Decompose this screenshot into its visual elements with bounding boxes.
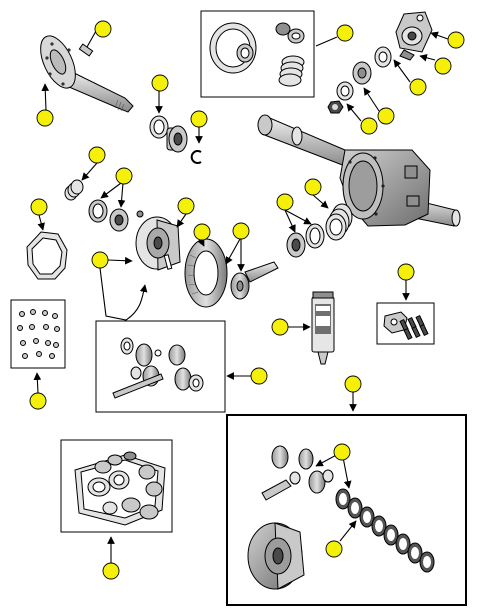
axle-bearing (166, 125, 188, 153)
pinion-seal-2 (336, 81, 354, 101)
pinion-bearing-outer (352, 61, 372, 85)
overhaul-kit (60, 439, 173, 533)
callout-spider-gear-set[interactable] (250, 367, 268, 385)
axle-retainer-clip (190, 150, 202, 164)
differential-carrier (135, 216, 181, 271)
rtv-sealant (311, 291, 335, 365)
callout-pinion-seal[interactable] (409, 78, 427, 96)
hardware-bolts (10, 299, 66, 369)
carrier-shims (64, 179, 84, 201)
leader-lines (33, 30, 449, 563)
callout-overhaul-kit[interactable] (102, 562, 120, 580)
callout-gasket-seal-kit[interactable] (336, 24, 354, 42)
pinion-gear (230, 261, 279, 300)
callout-pinion-bearing-outer[interactable] (377, 107, 395, 125)
callout-pinion-yoke[interactable] (447, 31, 465, 49)
callout-cover-gasket[interactable] (30, 198, 48, 216)
pinion-nut (327, 100, 344, 114)
pinion-race (305, 223, 325, 249)
anchor-brackets (376, 302, 435, 345)
cover-gasket (26, 231, 68, 280)
callout-limited-slip-kit[interactable] (344, 375, 362, 393)
callout-carrier-pin[interactable] (193, 223, 211, 241)
pinion-yoke (395, 11, 433, 61)
callout-axle-seal-bearing[interactable] (151, 74, 169, 92)
callouts (29, 20, 465, 580)
limited-slip-kit (226, 414, 467, 606)
callout-pinion-bearings[interactable] (276, 193, 294, 211)
callout-rtv-sealant[interactable] (271, 318, 289, 336)
pinion-bearing-inner (286, 232, 306, 258)
pinion-seal (374, 46, 392, 68)
callout-crush-sleeve[interactable] (304, 178, 322, 196)
callout-spider-gears[interactable] (91, 251, 109, 269)
pinion-shaft (257, 114, 346, 167)
callout-anchor-brackets[interactable] (397, 263, 415, 281)
callout-clutch-plates[interactable] (325, 540, 343, 558)
callout-pinion-nut[interactable] (360, 117, 378, 135)
crush-sleeve (325, 203, 353, 241)
callout-axle-shaft[interactable] (36, 109, 54, 127)
callout-carrier-bearings[interactable] (115, 167, 133, 185)
ring-gear (184, 238, 228, 308)
callout-yoke-hardware[interactable] (434, 57, 452, 75)
gasket-seal-kit (200, 10, 315, 98)
callout-ring-and-pinion[interactable] (232, 222, 250, 240)
callout-hardware-bolts[interactable] (29, 392, 47, 410)
callout-axle-clip[interactable] (190, 110, 208, 128)
carrier-bearing (109, 208, 129, 232)
axle-shaft (40, 35, 134, 113)
axle-seal (149, 115, 169, 139)
callout-posi-gears[interactable] (333, 443, 351, 461)
clutch-plates (335, 488, 435, 573)
axle-key (78, 43, 94, 57)
callout-differential-carrier[interactable] (177, 197, 195, 215)
cover-bolt (136, 210, 144, 218)
spider-gear-set (95, 320, 226, 413)
axle-housing (339, 149, 461, 227)
carrier-bearing-race (88, 199, 108, 223)
callout-carrier-shims[interactable] (88, 146, 106, 164)
callout-axle-key[interactable] (94, 20, 112, 38)
